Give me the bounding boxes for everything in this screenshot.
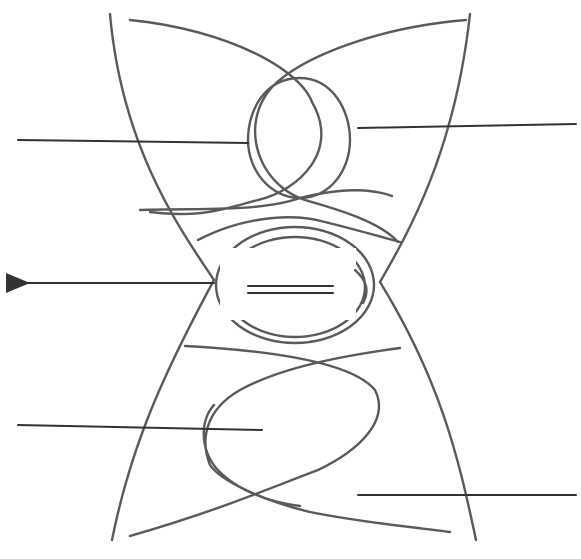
middle-label-blank — [220, 248, 356, 320]
upper-left-leader-line — [18, 140, 248, 143]
top-arc-right-to-left — [255, 20, 466, 242]
lower-left-leader-line — [18, 425, 262, 430]
top-arc-left-to-right — [130, 20, 321, 214]
outer-left-boundary — [110, 14, 214, 540]
lower-arc-right-to-left — [205, 348, 450, 532]
upper-cross-left — [140, 190, 392, 210]
upper-cross-right — [198, 217, 400, 242]
lower-loop — [204, 405, 300, 506]
outer-right-boundary — [380, 14, 476, 540]
upper-right-leader-line — [358, 124, 576, 128]
